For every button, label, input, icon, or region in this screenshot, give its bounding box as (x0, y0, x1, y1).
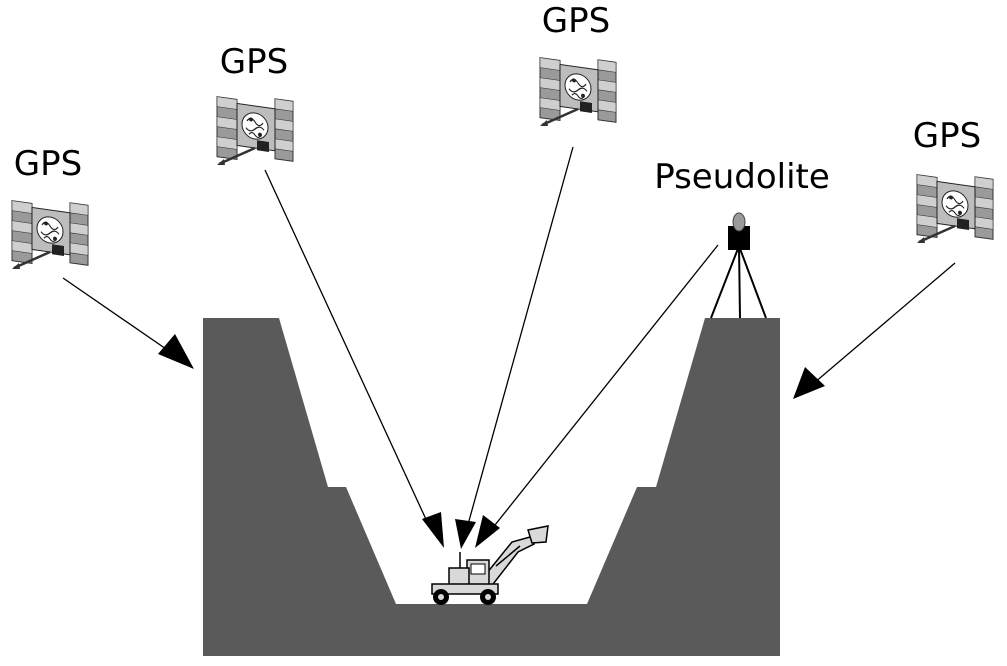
gps-satellite-icon (538, 50, 618, 130)
gps-satellite-icon (10, 193, 90, 273)
signal-arrowhead (158, 334, 194, 369)
signal-arrowhead (422, 512, 444, 548)
pseudolite-tripod-icon (710, 212, 767, 319)
signal-gps-3 (466, 146, 574, 529)
signal-gps-1 (62, 277, 183, 361)
signal-arrowhead (455, 519, 476, 549)
gps-satellite-icon (215, 89, 295, 169)
gps-label-1: GPS (14, 144, 82, 184)
excavator-icon (431, 525, 549, 605)
gps-label-2: GPS (220, 42, 288, 82)
signal-gps-4 (806, 262, 956, 390)
gps-label-4: GPS (913, 116, 981, 156)
signal-pseudolite (490, 244, 719, 531)
gps-satellite-icon (915, 167, 995, 247)
signal-arrowhead (475, 515, 500, 548)
pseudolite-label: Pseudolite (654, 157, 830, 197)
signal-arrowhead (793, 367, 825, 399)
signal-lines (62, 146, 956, 549)
pit-terrain (203, 318, 780, 656)
signal-gps-2 (264, 169, 431, 529)
gps-label-3: GPS (542, 1, 610, 41)
